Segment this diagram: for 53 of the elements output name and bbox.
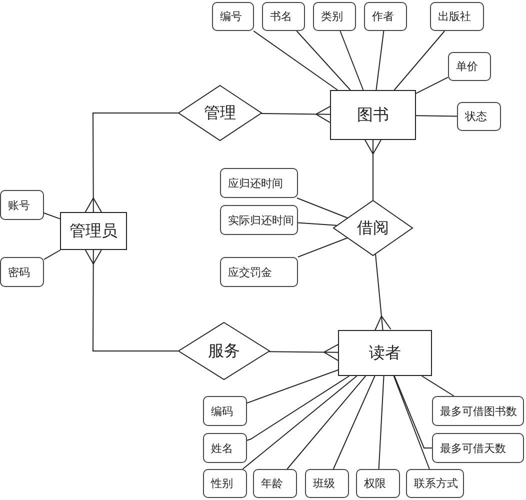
attribute-box: 姓名 (203, 433, 247, 463)
attribute-box: 出版社 (430, 2, 484, 31)
entity-box: 读者 (338, 330, 432, 376)
relationship-line (364, 140, 382, 200)
relationship-line (268, 344, 339, 361)
relationship-diamond: 借阅 (333, 200, 413, 256)
attribute-line (394, 376, 432, 448)
relationship-diamond: 服务 (178, 322, 270, 380)
attribute-line (421, 376, 454, 396)
attribute-line (340, 30, 364, 90)
attribute-line (393, 376, 430, 470)
attribute-line (296, 198, 348, 218)
relationship-line (260, 106, 331, 123)
attribute-line (332, 376, 376, 470)
attribute-line (44, 212, 60, 220)
attribute-box: 年龄 (253, 469, 297, 498)
entity-box: 图书 (330, 90, 416, 140)
attribute-box: 班级 (305, 469, 349, 498)
attribute-box: 应归还时间 (220, 168, 298, 198)
attribute-box: 状态 (457, 102, 501, 131)
attribute-line (394, 30, 446, 90)
entity-box: 管理员 (60, 212, 127, 250)
attribute-line (253, 30, 338, 90)
relationship-line (84, 112, 178, 213)
attribute-box: 编码 (203, 396, 247, 426)
attribute-box: 应交罚金 (220, 257, 298, 287)
attribute-box: 性别 (203, 469, 247, 498)
attribute-line (416, 115, 458, 117)
relationship-line (84, 249, 178, 352)
attribute-box: 单价 (448, 52, 491, 81)
relationship-line (374, 254, 392, 332)
attribute-line (378, 376, 384, 470)
attribute-box: 编号 (212, 2, 254, 31)
attribute-box: 密码 (0, 257, 44, 287)
attribute-box: 账号 (0, 190, 44, 220)
attribute-box: 最多可借天数 (432, 433, 524, 463)
attribute-line (296, 30, 351, 90)
attribute-box: 最多可借图书数 (432, 396, 524, 426)
relationship-diamond: 管理 (178, 85, 262, 141)
attribute-line (246, 370, 338, 404)
attribute-box: 实际归还时间 (220, 205, 298, 235)
attribute-line (44, 250, 61, 260)
attribute-box: 权限 (356, 469, 400, 498)
attribute-line (246, 376, 350, 441)
attribute-box: 书名 (262, 2, 305, 31)
attribute-box: 作者 (364, 2, 407, 31)
attribute-box: 类别 (313, 2, 356, 31)
attribute-line (416, 76, 448, 94)
attribute-box: 联系方式 (406, 469, 464, 498)
attribute-line (298, 222, 338, 226)
attribute-line (297, 238, 348, 258)
attribute-line (376, 30, 384, 90)
attribute-line (286, 376, 366, 470)
